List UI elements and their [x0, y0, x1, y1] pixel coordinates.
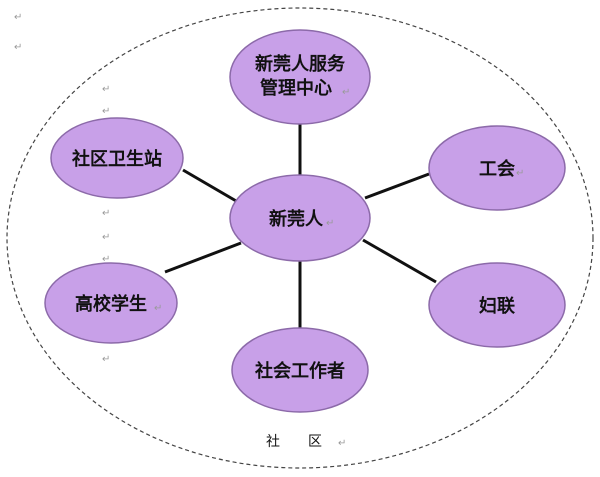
paragraph-mark: ↵ — [102, 254, 110, 265]
paragraph-mark: ↵ — [326, 218, 334, 229]
paragraph-mark: ↵ — [342, 87, 350, 98]
community-boundary — [6, 7, 594, 469]
node-label: 高校学生 — [75, 293, 147, 315]
node-university-students: 高校学生 ↵ — [44, 262, 178, 344]
paragraph-mark: ↵ — [14, 42, 22, 53]
node-shape — [50, 117, 184, 199]
paragraph-mark: ↵ — [102, 232, 110, 243]
paragraph-mark: ↵ — [338, 438, 346, 449]
connector-lines — [164, 124, 437, 328]
node-label: 社区卫生站 — [72, 148, 162, 170]
node-shape — [231, 327, 369, 413]
node-shape — [44, 262, 178, 344]
node-social-workers: 社会工作者 — [231, 327, 369, 413]
center-label: 新莞人 — [269, 208, 324, 230]
node-shape — [428, 125, 566, 211]
node-label-line: 管理中心 — [260, 77, 332, 99]
node-shape — [229, 29, 371, 125]
boundary-label: 社 区 — [266, 434, 322, 450]
paragraph-mark: ↵ — [154, 303, 162, 314]
paragraph-mark: ↵ — [516, 168, 524, 179]
connector-line — [362, 238, 437, 284]
node-shape — [428, 262, 566, 348]
node-service-center: 新莞人服务 管理中心 ↵ — [229, 29, 371, 125]
node-womens-federation: 妇联 — [428, 262, 566, 348]
node-trade-union: 工会 ↵ — [428, 125, 566, 211]
connector-line — [182, 168, 244, 207]
node-label: 工会 — [479, 158, 515, 180]
paragraph-mark: ↵ — [102, 208, 110, 219]
connector-line — [164, 241, 242, 274]
connector-line — [364, 172, 430, 200]
paragraph-mark: ↵ — [102, 354, 110, 365]
node-health-station: 社区卫生站 — [50, 117, 184, 199]
node-shape — [229, 174, 371, 262]
paragraph-mark: ↵ — [102, 84, 110, 95]
paragraph-mark: ↵ — [102, 106, 110, 117]
node-label-line: 新莞人服务 — [255, 53, 346, 75]
node-center: 新莞人 ↵ — [229, 174, 371, 262]
paragraph-mark: ↵ — [14, 12, 22, 23]
node-label: 社会工作者 — [255, 360, 345, 382]
node-label: 妇联 — [479, 295, 515, 317]
